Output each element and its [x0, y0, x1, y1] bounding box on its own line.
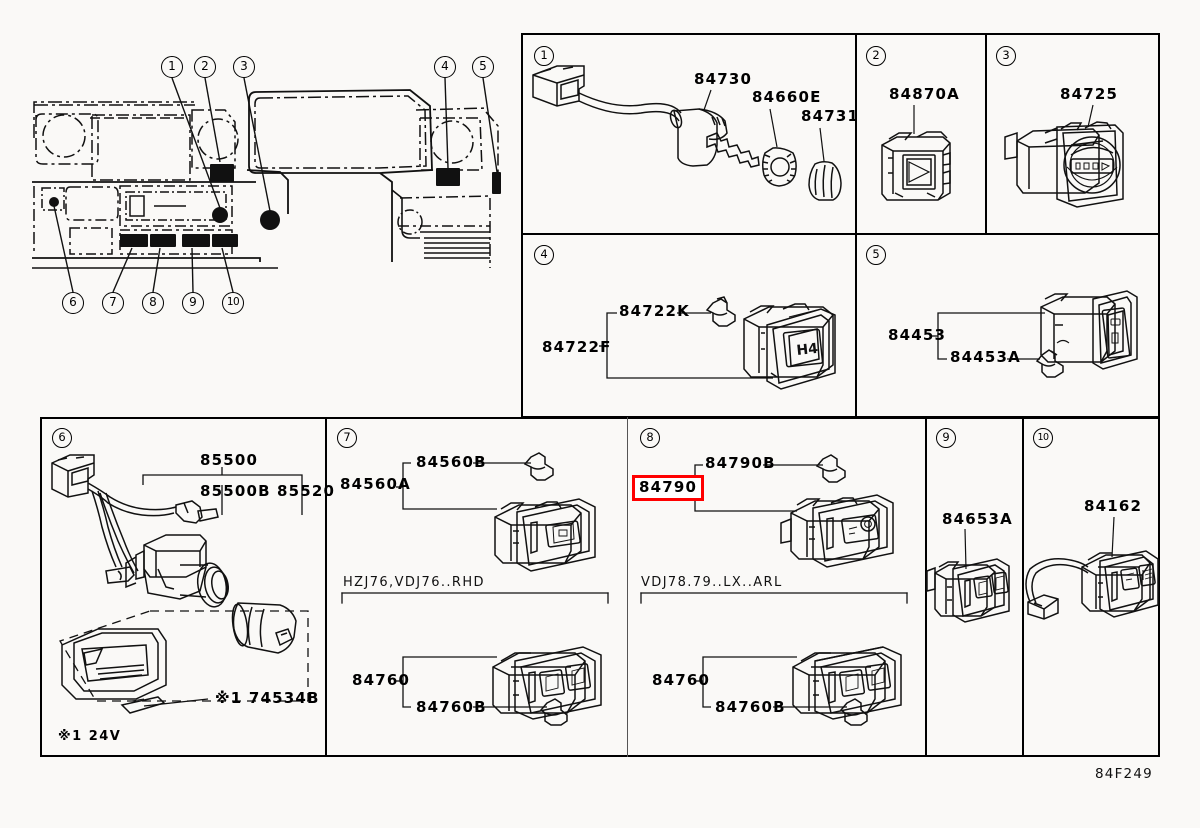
- panel-4-drawing: H4: [599, 296, 836, 390]
- bottom-panel-block: [40, 417, 1160, 757]
- panel-9-switch: 9 84653A: [925, 417, 1022, 757]
- part-84725-label[interactable]: 84725: [1060, 85, 1119, 103]
- part-84731-label[interactable]: 84731: [801, 107, 860, 125]
- part-85500-label[interactable]: 85500: [200, 451, 259, 469]
- switch-face-h4-label: H4: [796, 341, 819, 359]
- overview-callout-6[interactable]: 6: [62, 292, 84, 314]
- instrument-panel-overview: 1 2 3 4 5 6 7 8 9 10: [20, 30, 520, 330]
- part-84730-label[interactable]: 84730: [694, 70, 753, 88]
- part-84453-label[interactable]: 84453: [888, 326, 947, 344]
- panel-10-drawing: [1025, 516, 1159, 620]
- overview-callout-4[interactable]: 4: [434, 56, 456, 78]
- overview-callout-3[interactable]: 3: [233, 56, 255, 78]
- divider-row-1-2: [521, 233, 1160, 235]
- panel-3-number: 3: [996, 46, 1016, 66]
- panel-5-drawing: [931, 290, 1138, 378]
- reference-code: 84F249: [1095, 766, 1153, 782]
- divider-panel-9-10: [1022, 417, 1024, 757]
- divider-panel-4-5: [855, 233, 857, 418]
- part-84722F-label[interactable]: 84722F: [542, 338, 612, 356]
- panel-5-switch-assembly: 5 84453 84453A: [855, 233, 1160, 418]
- part-84560B-label[interactable]: 84560B: [416, 453, 487, 471]
- panel-8-drawing: [640, 454, 908, 726]
- part-84162-label[interactable]: 84162: [1084, 497, 1143, 515]
- part-84870A-label[interactable]: 84870A: [889, 85, 960, 103]
- dash-switch-blocks: [49, 164, 501, 247]
- panel-3-dimmer-knob: 3 84725: [985, 33, 1160, 233]
- panel-8-number: 8: [640, 428, 660, 448]
- divider-panel-7-8: [627, 417, 629, 757]
- panel-1-drawing: [532, 65, 842, 201]
- overview-callout-1[interactable]: 1: [161, 56, 183, 78]
- part-84790-label[interactable]: 84790: [632, 475, 705, 501]
- panel-8-switch-group: 8 84790 84790B VDJ78.79..LX..ARL 84760 8…: [627, 417, 925, 757]
- overview-callout-7[interactable]: 7: [102, 292, 124, 314]
- overview-callout-5[interactable]: 5: [472, 56, 494, 78]
- panel-4-number: 4: [534, 245, 554, 265]
- part-84760B-label[interactable]: 84760B: [416, 698, 487, 716]
- overview-callout-2[interactable]: 2: [194, 56, 216, 78]
- divider-panel-6-7: [325, 417, 327, 757]
- panel-10-number: 10: [1033, 428, 1053, 448]
- panel-4-h4-switch: 4 84722F 84722K: [521, 233, 855, 418]
- part-84760B-label-2[interactable]: 84760B: [715, 698, 786, 716]
- overview-leader-lines: [53, 77, 498, 293]
- panel-7-drawing: [341, 452, 609, 726]
- panel-2-mirror-switch: 2 84870A: [855, 33, 985, 233]
- divider-panel-1-2: [855, 33, 857, 233]
- part-74534B-label[interactable]: ※1 74534B: [215, 689, 320, 707]
- panel-5-number: 5: [866, 245, 886, 265]
- overview-callout-10[interactable]: 10: [222, 292, 244, 314]
- panel-6-number: 6: [52, 428, 72, 448]
- panel-7-number: 7: [337, 428, 357, 448]
- part-85500B-label[interactable]: 85500B: [200, 482, 271, 500]
- overview-callout-9[interactable]: 9: [182, 292, 204, 314]
- panel-1-cigarette-lighter-horn: 1 84730 84660E 84731: [521, 33, 858, 233]
- part-84660E-label[interactable]: 84660E: [752, 88, 822, 106]
- part-84760-label[interactable]: 84760: [352, 671, 411, 689]
- panel-8-variant-label: VDJ78.79..LX..ARL: [641, 575, 783, 590]
- panel-1-number: 1: [534, 46, 554, 66]
- panel-3-drawing: [1004, 104, 1124, 208]
- divider-panel-8-9: [925, 417, 927, 757]
- panel-2-number: 2: [866, 46, 886, 66]
- panel-6-cigarette-lighter-assembly: 6 85500 85500B 85520 ※1 74534B ※1 24V: [40, 417, 334, 757]
- panel-2-drawing: [881, 105, 951, 201]
- panel-9-drawing: [926, 528, 1010, 623]
- panel-6-drawing: [51, 454, 309, 714]
- part-84760-label-2[interactable]: 84760: [652, 671, 711, 689]
- panel-7-switch-group: 7 84560A 84560B HZJ76,VDJ76..RHD 84760 8…: [325, 417, 627, 757]
- divider-panel-2-3: [985, 33, 987, 233]
- part-84653A-label[interactable]: 84653A: [942, 510, 1013, 528]
- panel-10-fog-lamp-switch: 10 84162: [1022, 417, 1160, 757]
- part-84790B-label[interactable]: 84790B: [705, 454, 776, 472]
- panel-9-number: 9: [936, 428, 956, 448]
- panel-6-footnote: ※1 24V: [58, 729, 122, 744]
- part-84722K-label[interactable]: 84722K: [619, 302, 691, 320]
- panel-7-variant-label: HZJ76,VDJ76..RHD: [343, 575, 485, 590]
- part-85520-label[interactable]: 85520: [277, 482, 336, 500]
- part-84453A-label[interactable]: 84453A: [950, 348, 1021, 366]
- overview-callout-8[interactable]: 8: [142, 292, 164, 314]
- dashboard-drawing: [32, 77, 501, 293]
- part-84560A-label[interactable]: 84560A: [340, 475, 411, 493]
